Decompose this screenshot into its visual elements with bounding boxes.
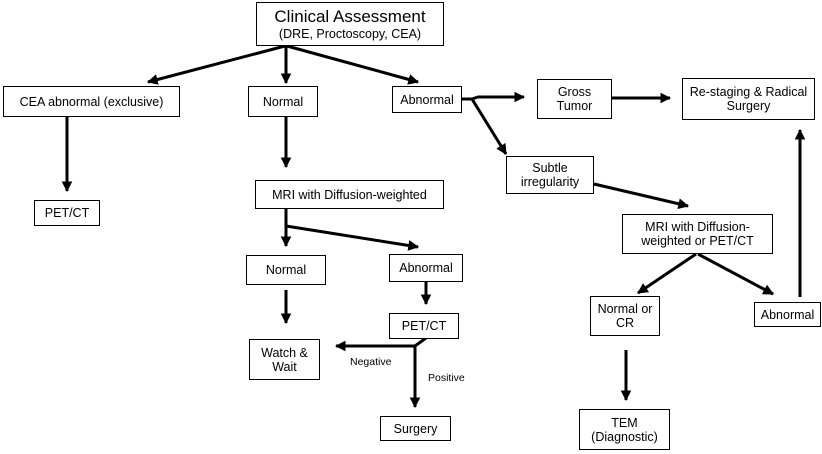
pet-ct-mid-box: PET/CT [389,313,459,339]
abnormal-right-label: Abnormal [760,307,815,322]
normal-cr-line2: CR [615,316,635,330]
mri-dw-box: MRI with Diffusion-weighted [255,180,444,209]
gross-tumor-line1: Gross [557,85,592,99]
restaging-line2: Surgery [726,99,771,113]
arrow-abnormal-to-gross [462,91,526,103]
normal-mid-label: Normal [265,263,307,277]
gross-tumor-box: Gross Tumor [537,79,612,119]
arrow-mri-right-to-normal-cr [637,252,697,295]
tem-line2: (Diagnostic) [591,429,658,444]
tem-box: TEM (Diagnostic) [579,409,670,450]
clinical-assessment-box: Clinical Assessment (DRE, Proctoscopy, C… [256,2,444,46]
abnormal-top-label: Abnormal [400,92,454,107]
watch-wait-line1: Watch & [261,345,308,360]
arrow-mri-to-abnormal-mid [285,224,420,251]
arrow-clinical-to-cea [146,44,286,85]
mri-dw-petct-box: MRI with Diffusion- weighted or PET/CT [622,214,773,254]
abnormal-mid-box: Abnormal [389,254,463,282]
normal-cr-line1: Normal or [597,302,653,316]
tem-line1: TEM [611,415,638,430]
arrow-mri-right-to-abnormal-right [697,252,774,296]
positive-label: Positive [428,372,465,384]
arrow-subtle-to-mri-right [593,182,690,210]
pet-ct-mid-label: PET/CT [401,319,447,333]
watch-wait-box: Watch & Wait [249,339,320,380]
normal-top-box: Normal [248,86,318,117]
arrow-petct-to-watch-negative [334,336,427,352]
watch-wait-line2: Wait [272,359,297,374]
restaging-line1: Re-staging & Radical [689,85,808,99]
arrow-abnormal-to-subtle [470,98,508,155]
negative-label: Negative [350,356,392,368]
subtle-irregularity-box: Subtle irregularity [506,156,594,194]
pet-ct-left-box: PET/CT [34,200,100,226]
mri-dw-label: MRI with Diffusion-weighted [272,187,427,202]
mri-dw-petct-line1: MRI with Diffusion- [645,220,750,234]
clinical-assessment-subtitle: (DRE, Proctoscopy, CEA) [278,26,422,41]
pet-ct-left-label: PET/CT [44,206,90,220]
clinical-assessment-title: Clinical Assessment [274,6,426,26]
subtle-irregularity-line2: irregularity [520,175,580,189]
abnormal-top-box: Abnormal [392,86,462,113]
subtle-irregularity-line1: Subtle [532,161,568,175]
surgery-label: Surgery [393,421,438,436]
abnormal-mid-label: Abnormal [399,261,453,275]
restaging-box: Re-staging & Radical Surgery [682,78,815,120]
abnormal-right-box: Abnormal [754,302,821,327]
mri-dw-petct-line2: weighted or PET/CT [641,234,754,248]
surgery-box: Surgery [380,416,451,441]
gross-tumor-line2: Tumor [556,99,593,113]
cea-abnormal-label: CEA abnormal (exclusive) [19,94,164,109]
normal-mid-box: Normal [246,255,326,285]
normal-top-label: Normal [262,94,304,109]
arrow-clinical-to-abnormal [286,44,420,85]
normal-cr-box: Normal or CR [590,296,660,336]
cea-abnormal-box: CEA abnormal (exclusive) [3,86,180,117]
